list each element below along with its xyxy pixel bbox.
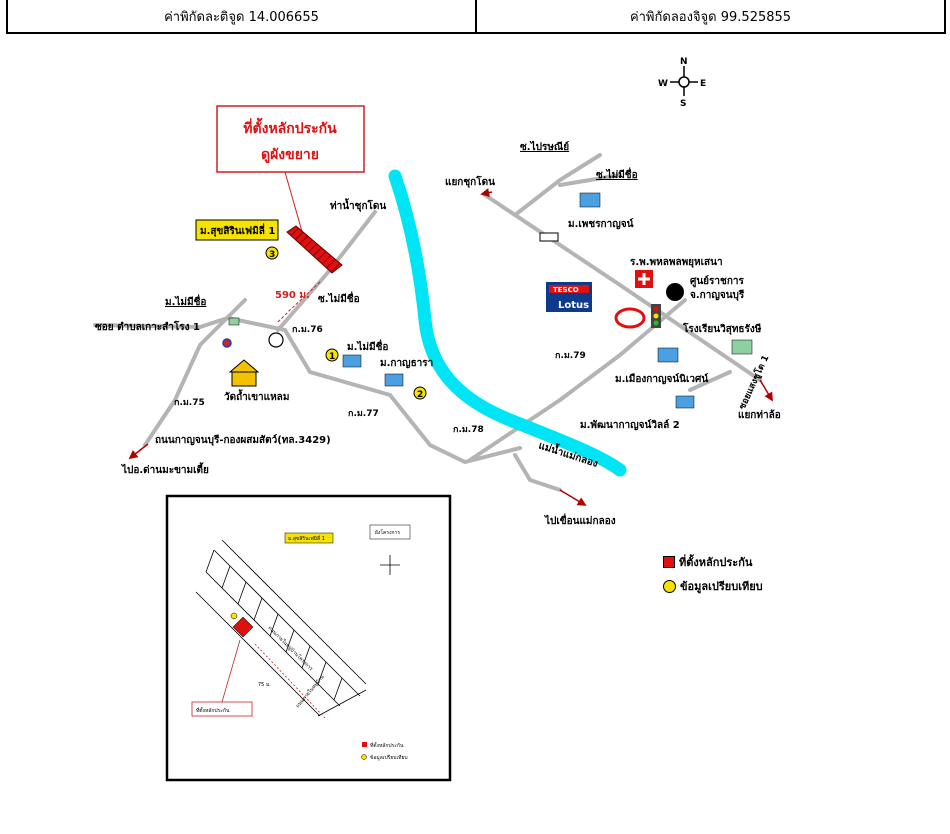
label-km79: ก.ม.79 — [555, 351, 586, 361]
label-soi-saengchuto: ซอยแสงชูโต 1 — [736, 353, 772, 411]
label-yaek-chukdon: แยกชุกโดน — [445, 175, 495, 188]
compass-s: S — [680, 99, 686, 109]
emblem-icon — [666, 283, 684, 301]
label-road-3429: ถนนกาญจนบุรี-กองผสมสัตว์(ทล.3429) — [155, 434, 331, 446]
latitude-cell: ค่าพิกัดละติจูด 14.006655 — [164, 9, 319, 25]
marker-comp2-num: 2 — [417, 390, 423, 400]
label-soi-prisani: ซ.ไปรษณีย์ — [520, 140, 569, 153]
route-1-icon — [268, 332, 284, 348]
label-km76: ก.ม.76 — [292, 325, 323, 335]
callout-line2: ดูผังขยาย — [261, 147, 319, 163]
label-mu-mai-mi-left: ม.ไม่มีชื่อ — [165, 294, 206, 308]
svg-text:75 ม.: 75 ม. — [258, 682, 271, 688]
bridge-icon — [539, 232, 559, 242]
arrow-danmakham — [128, 443, 149, 460]
label-mu-phet: ม.เพชรกาญจน์ — [568, 218, 634, 230]
label-km75: ก.ม.75 — [174, 398, 205, 408]
marker-subject-num: 3 — [269, 250, 275, 260]
longitude-cell: ค่าพิกัดลองจิจูด 99.525855 — [475, 0, 944, 32]
svg-text:ผังโครงการ: ผังโครงการ — [375, 529, 400, 536]
inset-plan: ม.สุขสิรินเฟมิลี่ 1 ผังโครงการ ที่ตั้งหล… — [165, 494, 452, 782]
road-network — [93, 153, 762, 492]
legend-subject-label: ที่ตั้งหลักประกัน — [679, 556, 753, 569]
house-icon-phatthana — [675, 395, 695, 409]
label-wat: วัดถ้ำเขาแหลม — [224, 389, 289, 403]
tesco-logo: TESCO Lotus — [546, 282, 592, 312]
label-mu-kanchan: ม.กาญธารา — [380, 358, 433, 369]
label-govt-1: ศูนย์ราชการ — [690, 275, 744, 288]
house-icon-mid — [342, 354, 362, 368]
legend-row-compare: ข้อมูลเปรียบเทียบ — [663, 577, 763, 595]
svg-text:TESCO: TESCO — [553, 286, 579, 294]
label-soi-mai-mi-1: ซ.ไม่มีชื่อ — [318, 291, 360, 305]
svg-text:ที่ตั้งหลักประกัน: ที่ตั้งหลักประกัน — [370, 740, 404, 749]
arrow-thalo — [759, 379, 773, 402]
distance-line — [277, 281, 321, 323]
subject-plot — [286, 225, 343, 274]
marker-subject — [265, 246, 279, 260]
compass-e: E — [700, 79, 706, 89]
legend-compare-swatch — [663, 579, 676, 593]
petrol-icon — [222, 338, 232, 348]
label-mu-mueang: ม.เมืองกาญจน์นิเวศน์ — [615, 373, 708, 385]
label-to-dam: ไปเขื่อนแม่กลอง — [544, 513, 616, 527]
toyota-icon — [614, 307, 646, 329]
subject-label-bg — [195, 219, 279, 241]
legend-row-subject: ที่ตั้งหลักประกัน — [663, 553, 763, 571]
label-mu-phatthana: ม.พัฒนากาญจน์วิลล์ 2 — [580, 419, 680, 431]
label-soi-tambon: ซอย ตำบลเกาะสำโรง 1 — [95, 320, 200, 333]
coordinate-table: ค่าพิกัดละติจูด 14.006655 ค่าพิกัดลองจิจ… — [6, 0, 946, 34]
house-icon-mueang — [657, 347, 679, 363]
marker-comp1-num: 1 — [329, 352, 335, 362]
marker-comp2 — [413, 386, 427, 400]
label-mu-mai-mi-mid: ม.ไม่มีชื่อ — [347, 339, 388, 353]
callout-line1: ที่ตั้งหลักประกัน — [243, 117, 337, 137]
house-icon-kanchan — [384, 373, 404, 387]
label-to-danmakham: ไปอ.ด่านมะขามเตี้ย — [121, 462, 209, 476]
arrow-chukdon — [480, 188, 493, 198]
svg-text:ที่ตั้งหลักประกัน: ที่ตั้งหลักประกัน — [196, 705, 230, 714]
subject-label: ม.สุขสิรินเฟมิลี่ 1 — [200, 223, 275, 237]
house-icon-left — [228, 317, 240, 326]
compass-n: N — [680, 57, 688, 67]
label-km78: ก.ม.78 — [453, 425, 484, 435]
svg-text:ม.สุขสิรินเฟมิลี่ 1: ม.สุขสิรินเฟมิลี่ 1 — [288, 535, 325, 542]
temple-icon — [228, 359, 260, 387]
svg-text:ข้อมูลเปรียบเทียบ: ข้อมูลเปรียบเทียบ — [370, 754, 408, 761]
svg-text:Lotus: Lotus — [558, 300, 589, 311]
label-school: โรงเรียนวิสุทธรังษี — [682, 322, 762, 335]
label-tha-nam: ท่าน้ำชุกโดน — [330, 198, 386, 212]
school-icon — [731, 339, 753, 355]
label-yaek-thalo: แยกท่าล้อ — [738, 409, 781, 421]
arrow-dam — [559, 489, 587, 506]
label-hospital: ร.พ.พหลพลพยุหเสนา — [630, 257, 723, 268]
callout-box: ที่ตั้งหลักประกัน ดูผังขยาย — [216, 105, 365, 236]
label-govt-2: จ.กาญจนบุรี — [690, 289, 745, 301]
distance-label: 590 ม. — [275, 290, 310, 301]
legend-subject-swatch — [663, 556, 675, 568]
legend-compare-label: ข้อมูลเปรียบเทียบ — [680, 580, 763, 593]
river — [388, 169, 627, 477]
label-km77: ก.ม.77 — [348, 409, 379, 419]
label-soi-mai-mi-2: ซ.ไม่มีชื่อ — [596, 167, 638, 181]
compass-w: W — [658, 79, 668, 89]
compass-icon: N S E W — [658, 57, 706, 109]
house-icon-phet — [579, 192, 601, 208]
legend: ที่ตั้งหลักประกัน ข้อมูลเปรียบเทียบ — [663, 553, 763, 601]
marker-comp1 — [325, 348, 339, 362]
